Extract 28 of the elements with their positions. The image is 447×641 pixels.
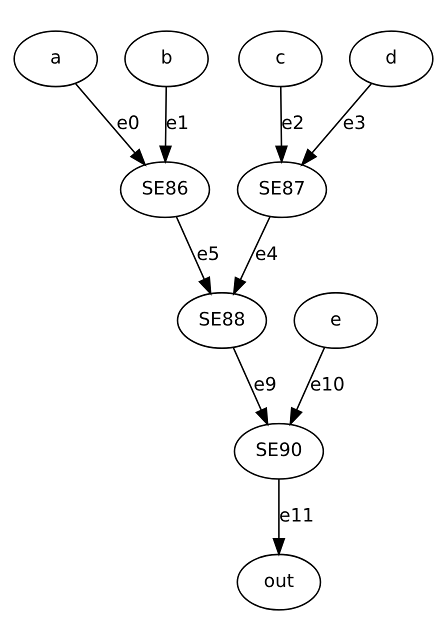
arrow <box>176 216 212 296</box>
arrow <box>275 86 288 164</box>
arrow <box>232 348 269 427</box>
node-ellipse: SE86 <box>120 161 210 218</box>
edge-label: e0 <box>116 113 140 134</box>
edge-label: e4 <box>255 244 278 265</box>
arrow <box>75 83 147 167</box>
node-ellipse: a <box>13 30 98 88</box>
node-ellipse: SE87 <box>236 161 328 218</box>
edge-label: e5 <box>196 244 220 265</box>
node-ellipse: d <box>348 30 434 88</box>
arrow <box>159 86 172 164</box>
edge-label: e9 <box>254 374 277 396</box>
node-ellipse: c <box>238 30 323 88</box>
edge-label: e10 <box>310 374 345 396</box>
arrow <box>272 479 286 556</box>
arrow <box>289 346 326 426</box>
edge-label: e2 <box>281 113 304 134</box>
node-ellipse: b <box>124 30 209 88</box>
node-ellipse: SE90 <box>234 422 324 480</box>
node-ellipse: SE88 <box>176 292 268 349</box>
node-ellipse: e <box>294 292 378 349</box>
arrow <box>300 83 372 167</box>
arrow <box>232 216 271 296</box>
edge-label: e3 <box>342 113 366 134</box>
edge-label: e11 <box>279 506 314 526</box>
node-ellipse: out <box>236 554 322 611</box>
edge-label: e1 <box>166 113 189 134</box>
